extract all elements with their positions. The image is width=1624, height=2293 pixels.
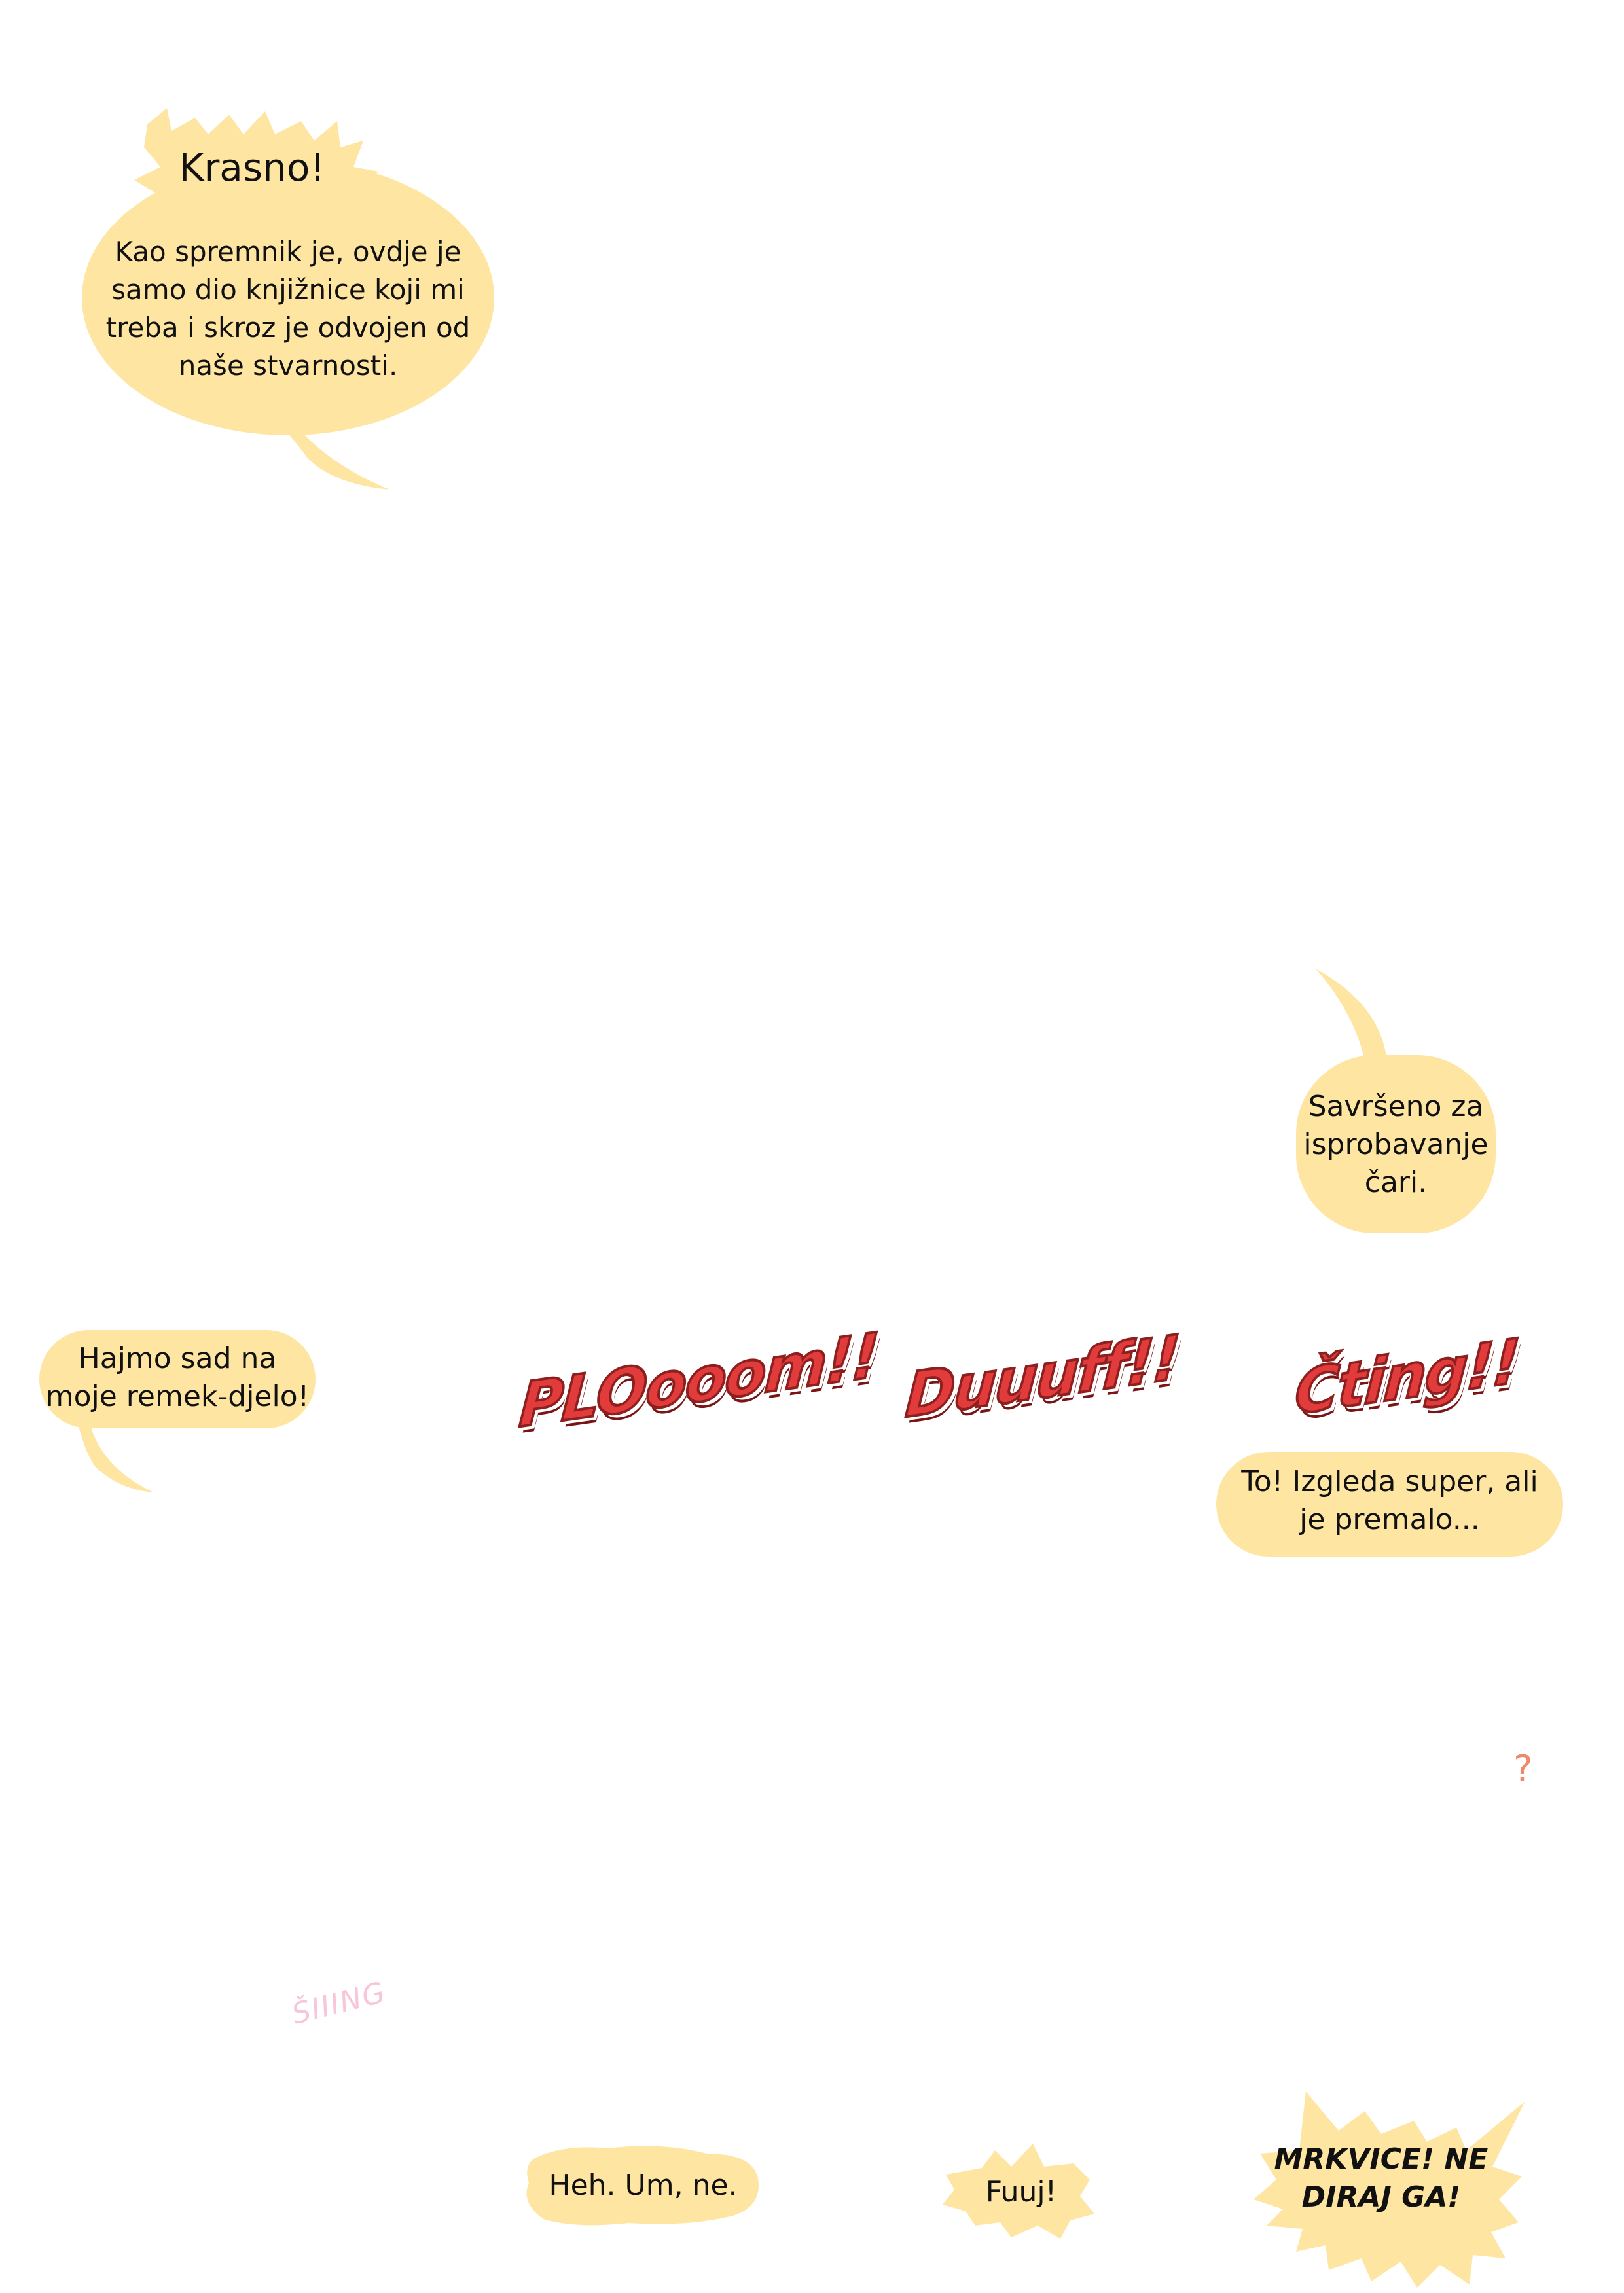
hajmo-bubble xyxy=(39,1330,316,1492)
krasno-line-4: naše stvarnosti. xyxy=(178,350,398,382)
hajmo-line-1: Hajmo sad na xyxy=(78,1342,277,1375)
heh-bubble xyxy=(526,2146,759,2226)
krasno-line-1: Kao spremnik je, ovdje je xyxy=(115,236,461,268)
to-line-2: je premalo... xyxy=(1299,1503,1480,1536)
mrkvice-line-2: DIRAJ GA! xyxy=(1301,2180,1461,2214)
question-mark: ? xyxy=(1513,1748,1533,1790)
mrkvice-line-1: MRKVICE! NE xyxy=(1274,2142,1489,2176)
krasno-line-3: treba i skroz je odvojen od xyxy=(105,312,471,344)
savrseno-line-3: čari. xyxy=(1364,1166,1428,1199)
fuuj-text: Fuuj! xyxy=(985,2175,1057,2209)
fuuj-bubble xyxy=(943,2144,1094,2239)
savrseno-line-1: Savršeno za xyxy=(1308,1090,1484,1123)
krasno-heading: Krasno! xyxy=(179,145,325,190)
krasno-bubble xyxy=(82,108,494,490)
heh-text: Heh. Um, ne. xyxy=(549,2169,738,2202)
to-bubble xyxy=(1216,1452,1563,1557)
mrkvice-bubble xyxy=(1254,2091,1525,2288)
hajmo-line-2: moje remek-djelo! xyxy=(45,1380,310,1413)
savrseno-bubble xyxy=(1296,969,1496,1233)
savrseno-line-2: isprobavanje xyxy=(1303,1128,1489,1161)
krasno-line-2: samo dio knjižnice koji mi xyxy=(111,274,465,306)
to-line-1: To! Izgleda super, ali xyxy=(1241,1465,1538,1498)
